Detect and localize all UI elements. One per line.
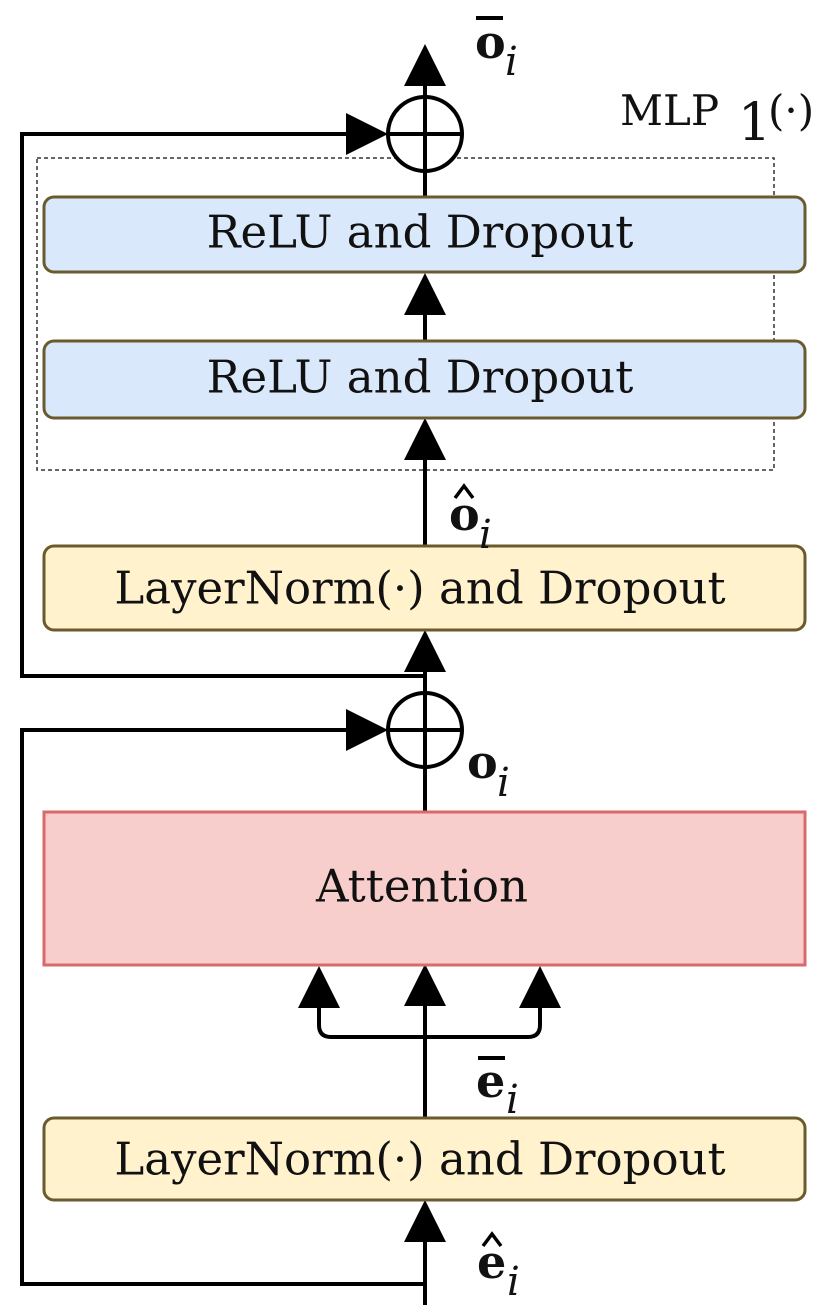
attention-label: Attention [315, 860, 528, 913]
o-hat-symbol: o [449, 487, 480, 541]
label-o-i: o i [467, 735, 510, 806]
relu-dropout-bottom-block: ReLU and Dropout [42, 339, 807, 420]
arrowhead-residual-top [346, 113, 388, 155]
residual-line-top [20, 132, 425, 678]
relu-dropout-bottom-label: ReLU and Dropout [207, 351, 634, 404]
relu-dropout-top-block: ReLU and Dropout [42, 195, 807, 274]
mlp-group-label: MLP 1 (·) [620, 86, 814, 153]
o-symbol: o [467, 735, 498, 789]
attention-fork [317, 1003, 542, 1039]
o-bar-index: i [505, 39, 518, 85]
layernorm-dropout-top-block: LayerNorm(·) and Dropout [42, 544, 807, 632]
e-bar-symbol: e [476, 1054, 505, 1108]
mlp-argument: (·) [768, 86, 814, 135]
sum-node-top [386, 95, 464, 173]
layernorm-dropout-top-label: LayerNorm(·) and Dropout [114, 562, 725, 615]
arrowhead-attn-center [404, 964, 446, 1006]
arrowhead-input [404, 1200, 446, 1242]
mlp-name: MLP [620, 86, 719, 135]
o-index: i [497, 760, 510, 806]
e-hat-symbol: e [477, 1235, 506, 1289]
sum-node-bottom [386, 691, 464, 769]
label-e-bar-i: e i [476, 1054, 519, 1123]
o-bar-symbol: o [475, 15, 506, 69]
e-bar-index: i [506, 1077, 519, 1123]
svg-text:1: 1 [738, 93, 771, 153]
arrowhead-residual-bottom [346, 709, 388, 751]
arrowhead-attn-left [298, 966, 340, 1008]
svg-text:MLP: MLP [620, 86, 719, 135]
mlp-subscript: 1 [738, 93, 771, 153]
arrowhead-attn-right [519, 966, 561, 1008]
e-hat-index: i [507, 1259, 520, 1305]
layernorm-dropout-bottom-block: LayerNorm(·) and Dropout [42, 1116, 807, 1202]
label-e-hat-i: e i [477, 1231, 520, 1305]
residual-line-bottom [20, 728, 425, 1286]
mlp-group-border [36, 157, 775, 471]
arrowhead-output [404, 44, 446, 86]
label-o-bar-i: o i [475, 15, 518, 85]
o-hat-index: i [479, 512, 492, 558]
arrowhead-relu-top [404, 273, 446, 315]
svg-text:(·): (·) [768, 86, 814, 135]
arrowhead-ln-top [404, 630, 446, 672]
attention-block: Attention [42, 810, 807, 967]
label-o-hat-i: o i [449, 483, 492, 558]
arrowhead-relu-bottom [404, 418, 446, 460]
relu-dropout-top-label: ReLU and Dropout [207, 206, 634, 259]
layernorm-dropout-bottom-label: LayerNorm(·) and Dropout [114, 1133, 725, 1186]
